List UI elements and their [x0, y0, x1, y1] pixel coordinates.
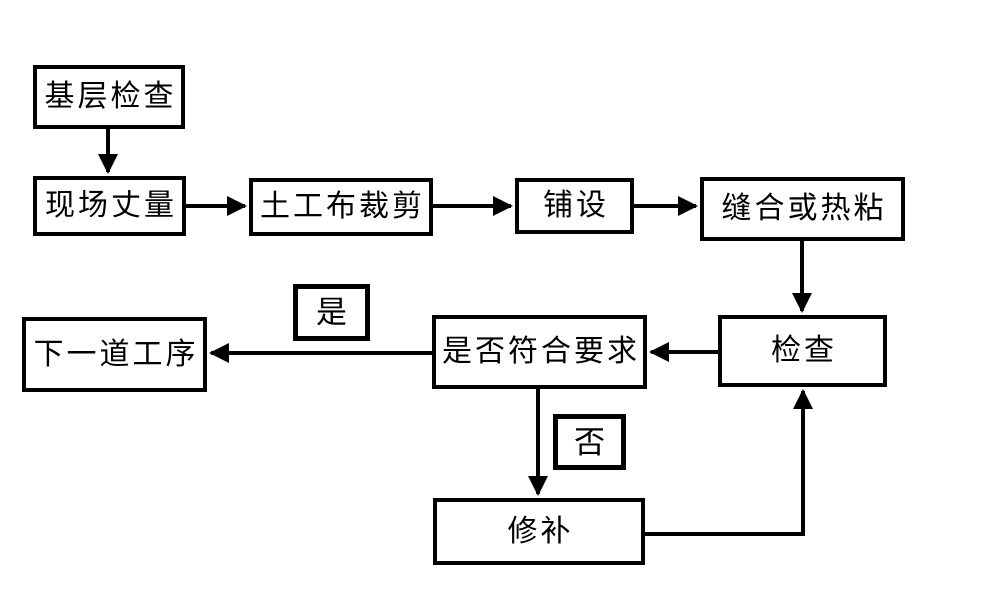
- node-cutting: 土工布裁剪: [249, 178, 433, 236]
- node-repair: 修补: [433, 498, 645, 565]
- node-base-check: 基层检查: [33, 65, 185, 129]
- edge-repair-to-inspection: [645, 389, 813, 536]
- node-yes-label: 是: [293, 284, 370, 341]
- node-decision: 是否符合要求: [432, 315, 647, 389]
- node-inspection: 检查: [718, 315, 887, 387]
- node-seaming: 缝合或热粘: [700, 177, 905, 241]
- node-laying: 铺设: [515, 178, 634, 234]
- node-next-process: 下一道工序: [22, 317, 207, 392]
- node-site-measure: 现场丈量: [33, 176, 186, 236]
- node-no-label: 否: [553, 414, 626, 470]
